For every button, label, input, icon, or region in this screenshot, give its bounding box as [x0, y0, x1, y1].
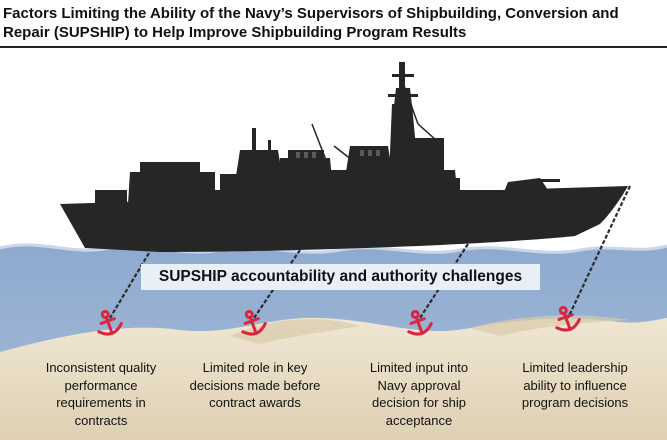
factor-quality-requirements: Inconsistent quality performance require… [45, 360, 157, 428]
ship-masts [311, 79, 437, 161]
anchor-icon [241, 309, 267, 336]
factor-contract-award-role: Limited role in key decisions made befor… [189, 360, 321, 410]
sand-dune [230, 319, 360, 344]
page-title: Factors Limiting the Ability of the Navy… [3, 5, 619, 41]
title-divider [0, 46, 667, 48]
challenges-banner: SUPSHIP accountability and authority cha… [141, 264, 540, 290]
anchor-icon [97, 309, 123, 336]
sand-dune [470, 315, 630, 336]
ship-portholes [296, 150, 380, 158]
factor-ship-acceptance-input: Limited input into Navy approval decisio… [369, 360, 469, 428]
anchor-icon [555, 305, 581, 332]
factor-leadership-influence: Limited leadership ability to influence … [521, 360, 629, 410]
anchor-icon [407, 309, 433, 336]
sea-floor [0, 317, 667, 440]
ship-silhouette [60, 62, 628, 252]
